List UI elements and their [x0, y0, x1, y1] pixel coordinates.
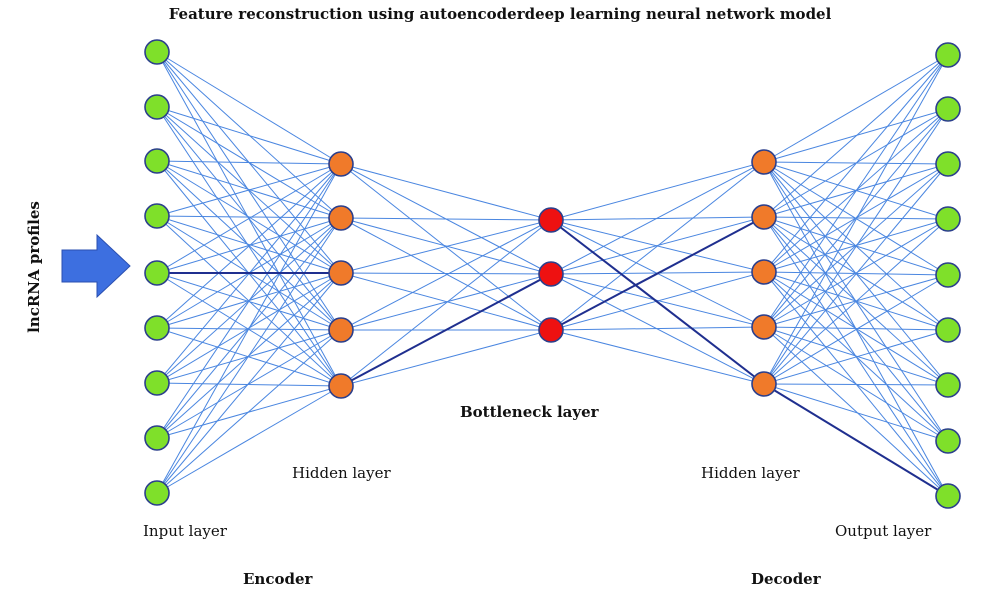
encoder-hidden-node: [328, 260, 354, 286]
input-node: [144, 203, 170, 229]
output-node: [935, 372, 961, 398]
bottleneck-node: [538, 261, 564, 287]
input-arrow: [61, 233, 131, 299]
connection-line: [550, 161, 765, 275]
connection-line: [156, 163, 342, 494]
input-node: [144, 260, 170, 286]
connection-line: [340, 217, 552, 221]
input-layer-label: Input layer: [143, 522, 227, 540]
encoder-hidden-node: [328, 205, 354, 231]
connection-line: [763, 329, 949, 385]
connection-line: [763, 326, 949, 386]
connection-line: [340, 163, 552, 221]
connection-line: [156, 385, 342, 494]
highlight-connection: [550, 216, 765, 331]
connection-line: [763, 108, 949, 328]
connection-line: [156, 329, 342, 439]
connection-line: [340, 219, 552, 387]
hidden-layer-left-label: Hidden layer: [292, 464, 391, 482]
encoder-label: Encoder: [243, 570, 313, 588]
connection-line: [340, 329, 552, 387]
connection-line: [340, 272, 552, 275]
connection-line: [156, 329, 342, 494]
connection-line: [156, 51, 342, 165]
connection-line: [763, 218, 949, 328]
connection-line: [763, 54, 949, 273]
connection-line: [156, 215, 342, 219]
connection-line: [763, 54, 949, 218]
connection-line: [156, 163, 342, 274]
highlight-connection: [550, 219, 765, 385]
decoder-label: Decoder: [751, 570, 821, 588]
highlight-connection: [763, 383, 949, 497]
decoder-hidden-node: [751, 259, 777, 285]
decoder-hidden-node: [751, 204, 777, 230]
connection-line: [156, 329, 342, 384]
input-node: [144, 148, 170, 174]
highlight-connection: [340, 273, 552, 387]
output-node: [935, 428, 961, 454]
connection-line: [763, 326, 949, 331]
encoder-hidden-node: [328, 373, 354, 399]
connection-line: [763, 163, 949, 328]
bottleneck-node: [538, 207, 564, 233]
input-node: [144, 370, 170, 396]
decoder-hidden-node: [751, 149, 777, 175]
connection-line: [763, 54, 949, 385]
output-node: [935, 96, 961, 122]
output-node: [935, 262, 961, 288]
encoder-hidden-node: [328, 151, 354, 177]
hidden-layer-right-label: Hidden layer: [701, 464, 800, 482]
diagram-title: Feature reconstruction using autoencoder…: [168, 5, 832, 23]
connection-line: [763, 218, 949, 385]
lncrna-profiles-label: lncRNA profiles: [25, 201, 43, 333]
output-node: [935, 206, 961, 232]
output-node: [935, 317, 961, 343]
connection-line: [763, 274, 949, 385]
decoder-hidden-node: [751, 371, 777, 397]
decoder-hidden-node: [751, 314, 777, 340]
input-node: [144, 315, 170, 341]
connection-line: [550, 161, 765, 221]
connection-line: [340, 219, 552, 331]
output-node: [935, 151, 961, 177]
connection-line: [550, 326, 765, 331]
connection-line: [156, 51, 342, 331]
connection-line: [763, 383, 949, 386]
connection-line: [550, 161, 765, 331]
connection-line: [156, 272, 342, 494]
connection-line: [763, 383, 949, 442]
output-node: [935, 483, 961, 509]
input-node: [144, 480, 170, 506]
connection-line: [763, 108, 949, 385]
bottleneck-node: [538, 317, 564, 343]
connection-line: [763, 326, 949, 497]
input-node: [144, 425, 170, 451]
input-node: [144, 94, 170, 120]
connection-line: [763, 54, 949, 163]
connection-line: [340, 219, 552, 274]
connection-line: [763, 54, 949, 328]
connection-line: [156, 163, 342, 439]
input-node: [144, 39, 170, 65]
connection-line: [550, 329, 765, 385]
connection-line: [156, 217, 342, 494]
connection-line: [156, 106, 342, 165]
connection-line: [763, 163, 949, 385]
output-node: [935, 42, 961, 68]
connection-line: [340, 273, 552, 331]
encoder-hidden-node: [328, 317, 354, 343]
bottleneck-layer-label: Bottleneck layer: [460, 403, 599, 421]
connection-line: [156, 160, 342, 165]
output-layer-label: Output layer: [835, 522, 932, 540]
connection-line: [156, 163, 342, 329]
connection-line: [156, 163, 342, 217]
